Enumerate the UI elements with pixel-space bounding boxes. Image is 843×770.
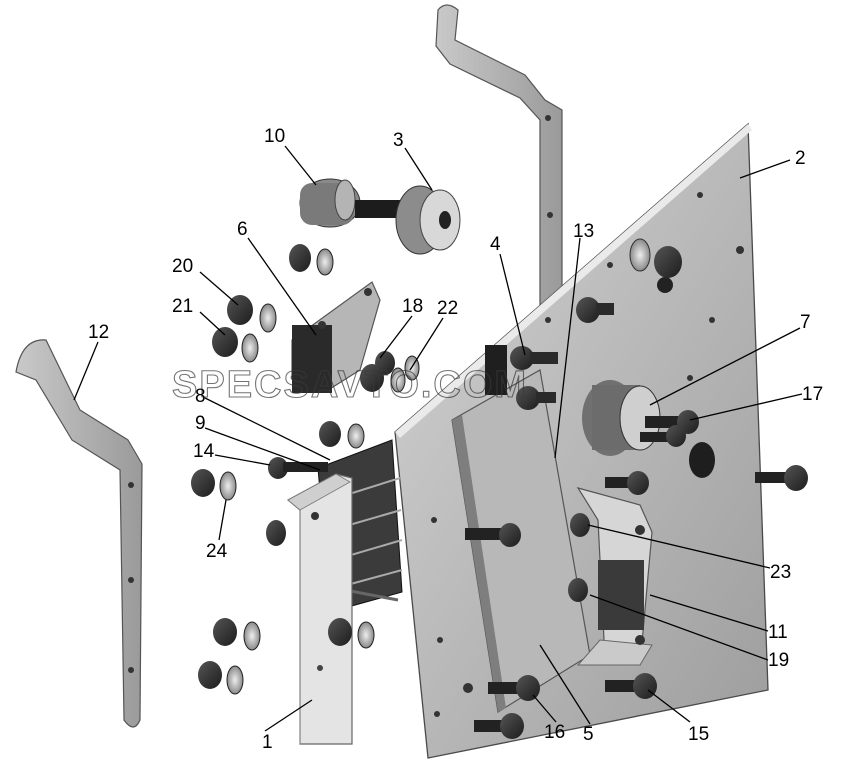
callout-17: 17 — [802, 384, 823, 405]
spacer-3 — [355, 185, 461, 255]
callout-23: 23 — [770, 562, 791, 583]
watermark-text: SPECSAVTO.COM — [172, 364, 528, 406]
callout-18: 18 — [402, 296, 423, 317]
callout-4: 4 — [490, 234, 501, 255]
callout-8: 8 — [195, 386, 206, 407]
nuts-washers-20-21 — [212, 295, 277, 363]
callout-16: 16 — [544, 722, 565, 743]
leader-lines — [73, 145, 803, 732]
callout-22: 22 — [437, 298, 458, 319]
callout-3: 3 — [393, 130, 404, 151]
bolt-14 — [268, 457, 328, 479]
callout-1: 1 — [262, 732, 273, 753]
nuts-8-9 — [319, 421, 365, 449]
top-bolt-assembly — [629, 238, 682, 278]
bolt-cover-plate — [465, 523, 521, 547]
callout-13: 13 — [573, 221, 594, 242]
callout-5: 5 — [583, 724, 594, 745]
relay-bracket-11 — [568, 487, 653, 666]
callout-6: 6 — [237, 219, 248, 240]
callout-9: 9 — [195, 413, 206, 434]
callout-11: 11 — [768, 622, 788, 643]
resistor-10 — [299, 178, 361, 228]
callout-20: 20 — [172, 256, 193, 277]
bracket-12 — [15, 339, 143, 728]
bolts-15-16 — [474, 673, 657, 739]
nuts-washers-lower-left — [198, 618, 375, 695]
nut-washer-24 — [191, 469, 237, 501]
bracket-6 — [291, 281, 381, 393]
callout-2: 2 — [795, 148, 806, 169]
bracket-1 — [286, 473, 353, 745]
callout-15: 15 — [688, 724, 709, 745]
bolt-loose-right — [755, 465, 808, 491]
bolt-mid-plate — [605, 471, 649, 495]
nut-left — [266, 520, 286, 546]
callout-21: 21 — [172, 296, 193, 317]
tall-bracket — [435, 4, 563, 331]
bolts-4 — [485, 297, 614, 410]
callout-labels: 1 2 3 4 5 6 7 8 9 10 11 12 13 14 15 16 1… — [88, 126, 823, 753]
callout-14: 14 — [193, 441, 215, 462]
callout-19: 19 — [768, 650, 789, 671]
callout-24: 24 — [206, 541, 228, 562]
bolt-17 — [640, 410, 699, 447]
callout-7: 7 — [800, 312, 811, 333]
callout-10: 10 — [264, 126, 285, 147]
nut-washer-10 — [289, 244, 334, 276]
callout-12: 12 — [88, 322, 109, 343]
